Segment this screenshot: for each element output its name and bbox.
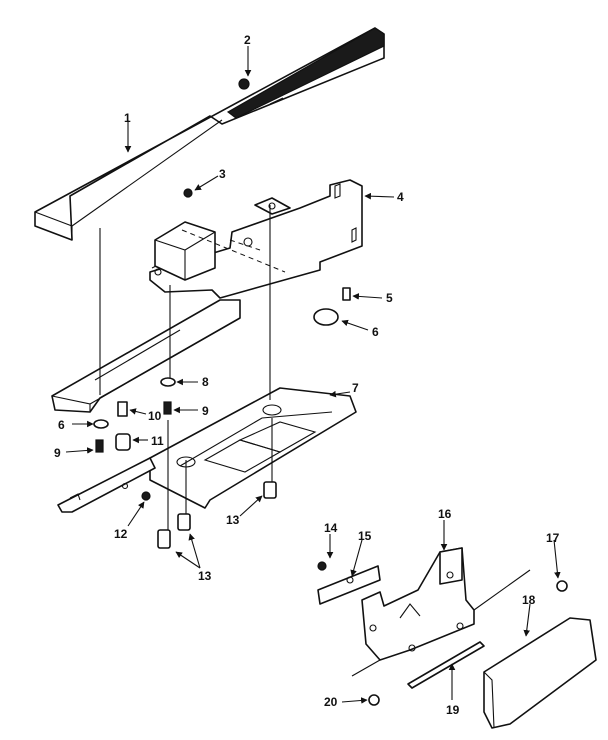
part-1-trim-bar [34,27,385,241]
alignment-lines [99,205,286,530]
hardware [93,78,351,549]
part-4-bracket [149,179,363,299]
callout-16: 16 [438,507,452,521]
callout-11: 11 [151,434,164,448]
callout-5: 5 [386,291,393,305]
callout-1: 1 [124,111,131,125]
callout-9b: 9 [54,446,61,460]
callout-15: 15 [358,529,372,543]
callout-6a: 6 [372,325,379,339]
lower-rail [51,299,241,413]
callout-13b: 13 [198,569,212,583]
callout-14: 14 [324,521,338,535]
callout-9a: 9 [202,404,209,418]
callout-12: 12 [114,527,128,541]
callout-20: 20 [324,695,338,709]
part-7-tray [57,387,357,513]
callout-3: 3 [219,167,226,181]
callout-17: 17 [546,531,560,545]
callout-2: 2 [244,33,251,47]
callout-6b: 6 [58,418,65,432]
callout-19: 19 [446,703,460,717]
callout-8: 8 [202,375,209,389]
callout-labels: 1 2 3 4 5 6 7 8 6 9 9 10 11 12 13 13 14 … [54,33,560,717]
callout-18: 18 [522,593,536,607]
callout-4: 4 [397,190,404,204]
callout-10: 10 [148,409,162,423]
lower-right-assembly [317,547,597,729]
callout-7: 7 [352,381,359,395]
leader-lines [65,46,561,704]
callout-13a: 13 [226,513,240,527]
